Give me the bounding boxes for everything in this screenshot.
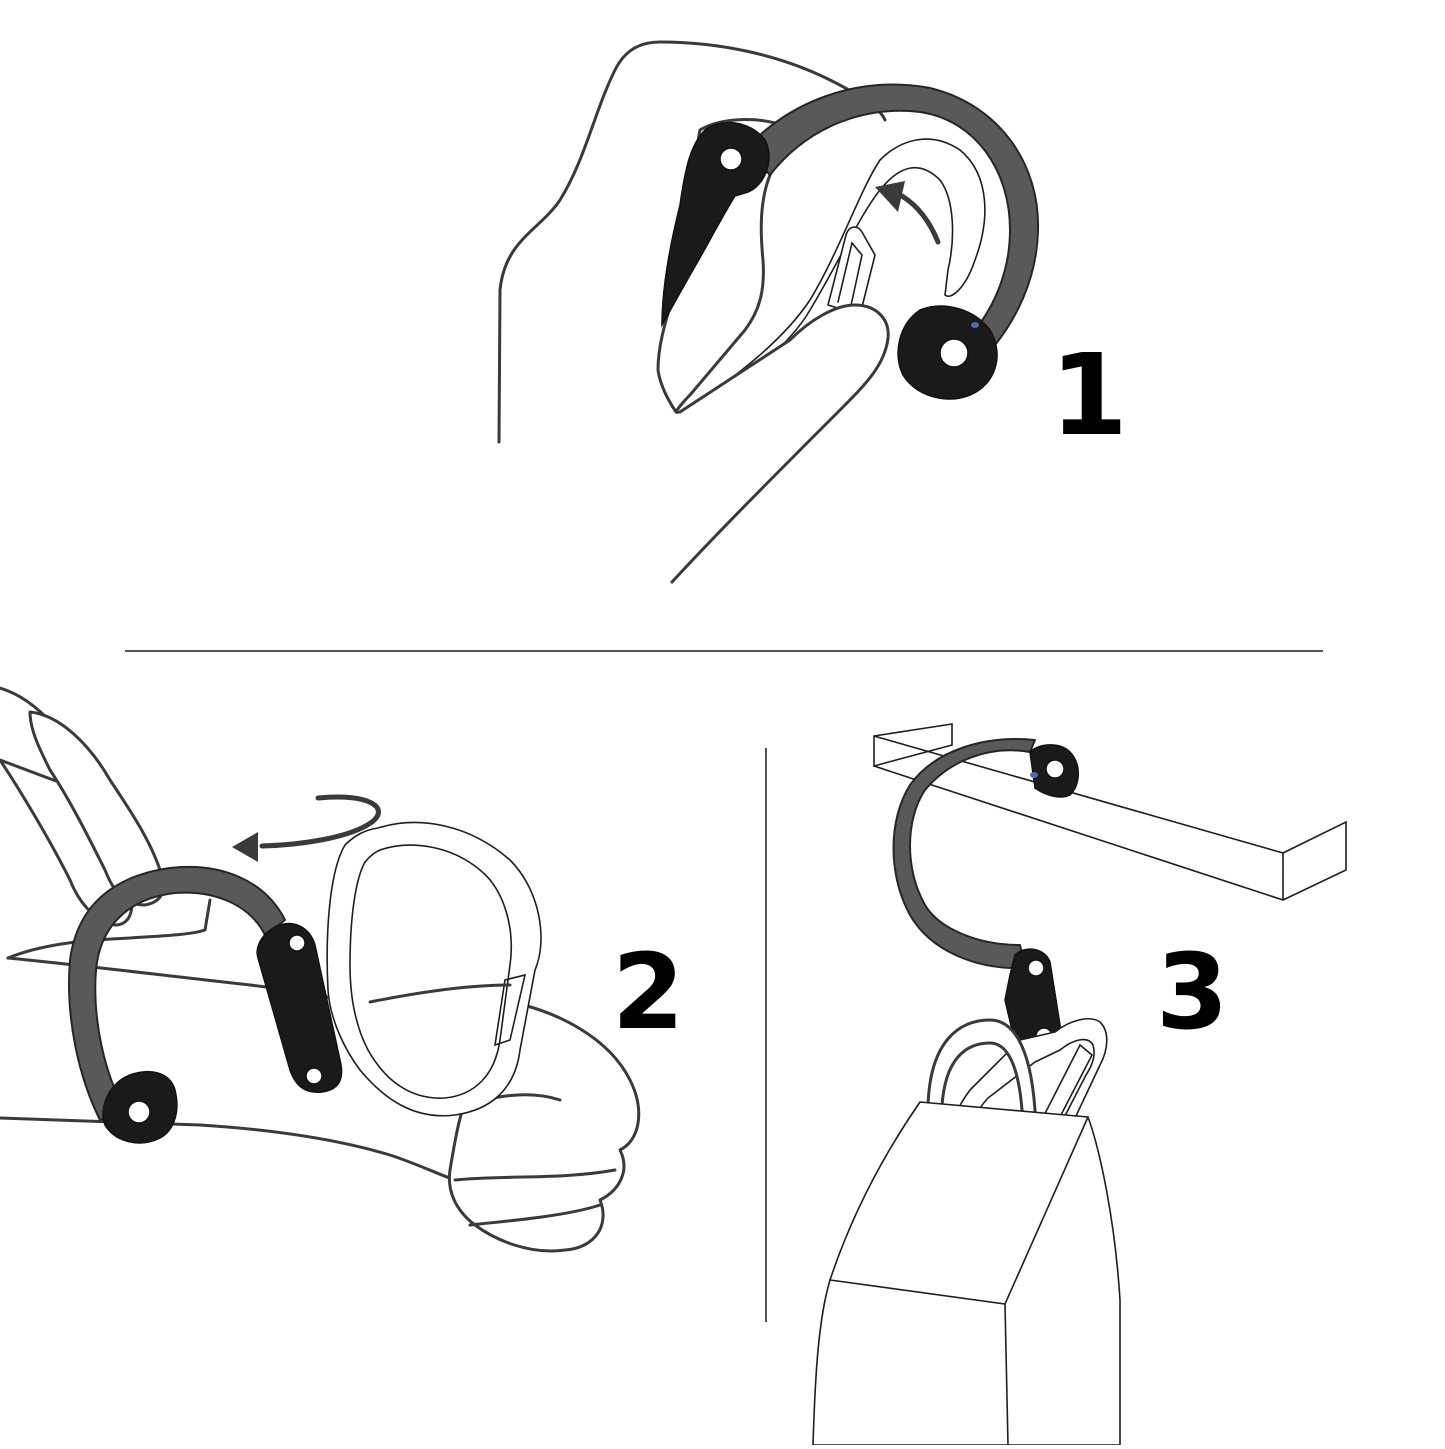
hook-icon	[892, 738, 1036, 970]
bag-icon	[812, 1101, 1121, 1446]
hook-hole-top	[719, 147, 743, 171]
arrow-head	[232, 832, 258, 862]
pivot-accent	[971, 322, 979, 328]
rail-icon	[873, 723, 1347, 901]
step-3-number: 3	[1156, 931, 1229, 1053]
hook-icon	[68, 865, 286, 1121]
step1-illustration	[497, 40, 1040, 584]
horizontal-divider	[125, 650, 1323, 652]
step-2-number: 2	[612, 931, 685, 1053]
hook-hole-bottom	[127, 1100, 151, 1124]
rotate-arrow-icon	[259, 794, 381, 849]
hook-hole-mid	[1027, 959, 1045, 977]
hook-hole-lower	[305, 1067, 323, 1085]
carabiner-gate-icon	[494, 973, 527, 1047]
hook-cap-gate	[256, 922, 343, 1093]
hook-cap-top	[661, 121, 770, 328]
curved-arrow-icon	[899, 193, 941, 245]
pivot-accent	[1030, 772, 1038, 778]
finger-icon	[670, 303, 890, 584]
hook-hole-bottom	[939, 338, 969, 368]
hand-icon	[497, 40, 887, 444]
vertical-divider	[765, 748, 767, 1322]
step-1-number: 1	[1050, 331, 1128, 461]
carabiner-icon	[676, 138, 986, 414]
middle-finger-icon	[28, 710, 165, 907]
arrow-head	[875, 181, 905, 212]
hook-icon	[744, 83, 1040, 346]
step2-illustration	[0, 686, 641, 1253]
forearm-bottom-icon	[0, 1116, 457, 1182]
step3-illustration	[812, 723, 1347, 1446]
hook-hole-top	[1045, 759, 1065, 779]
palm-icon	[6, 898, 212, 960]
hook-hole-top	[288, 934, 306, 952]
